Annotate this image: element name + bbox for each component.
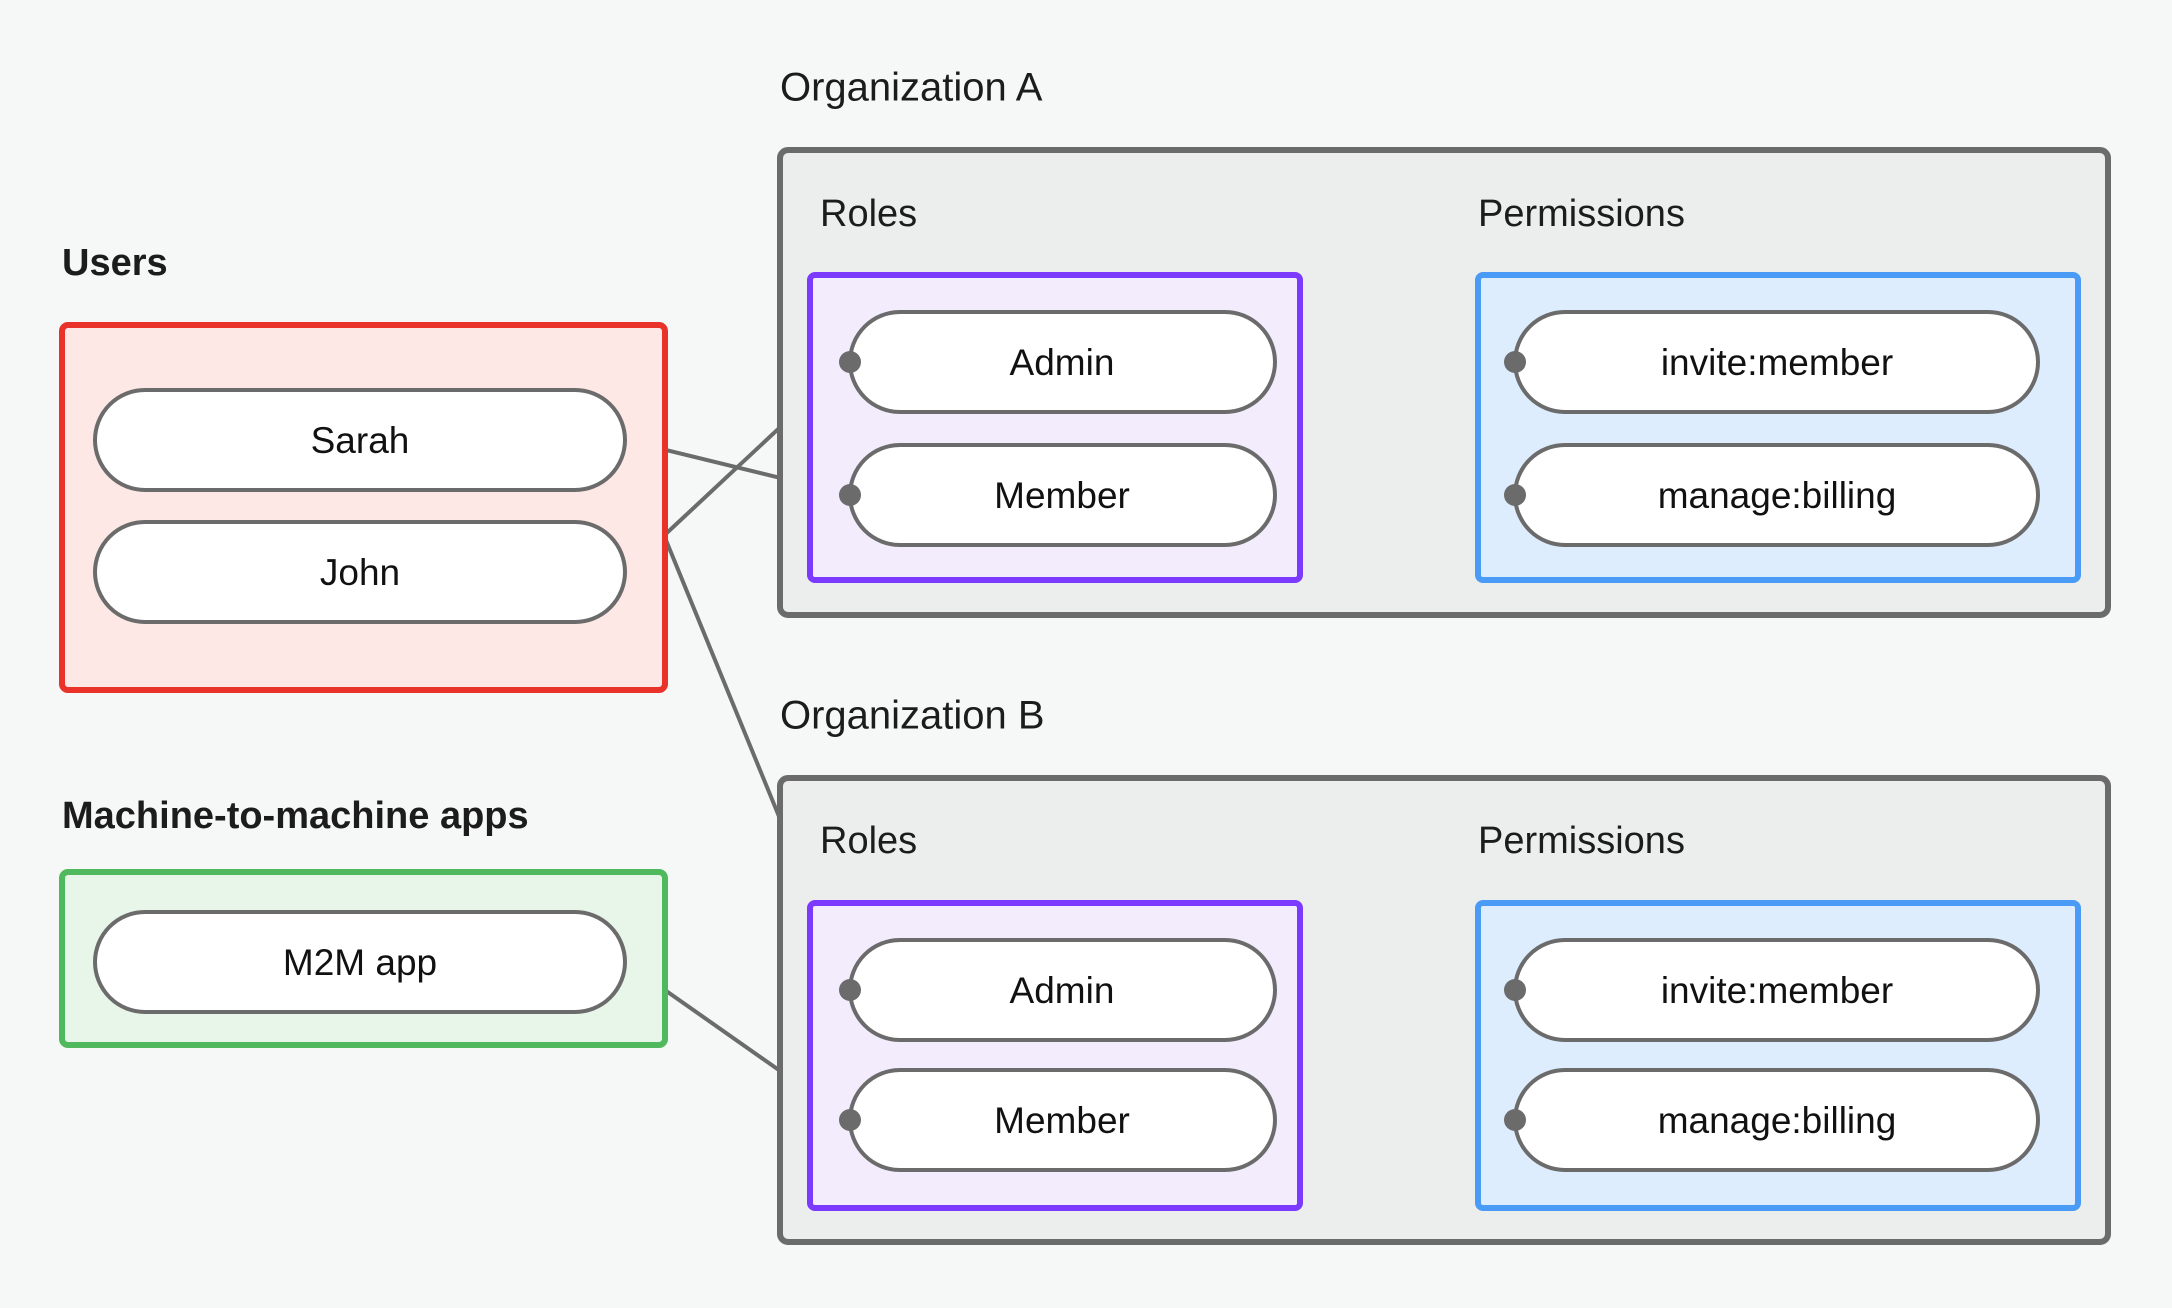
permission-node-org-a-manage-billing-label: manage:billing — [1658, 475, 1897, 516]
m2m-node-m2m-app[interactable]: M2M app — [93, 910, 627, 1014]
m2m-node-m2m-app-shape[interactable] — [93, 910, 627, 1014]
endpoint-dot-org-b-admin-in — [839, 979, 861, 1001]
role-node-org-b-admin[interactable]: Admin — [848, 938, 1277, 1042]
users-group: Users Sarah John — [59, 242, 668, 693]
m2m-node-m2m-app-label: M2M app — [283, 942, 437, 983]
endpoint-dot-org-a-billing-in — [1504, 484, 1526, 506]
organization-b: Organization B Roles Admin Member Permis… — [777, 694, 2111, 1245]
organization-b-permissions-title: Permissions — [1478, 820, 1685, 862]
role-node-org-b-member[interactable]: Member — [848, 1068, 1277, 1172]
role-node-org-a-member-label: Member — [994, 475, 1130, 516]
permission-node-org-b-invite-member[interactable]: invite:member — [1513, 938, 2040, 1042]
permission-node-org-a-invite-member-label: invite:member — [1661, 342, 1893, 383]
user-node-john[interactable]: John — [93, 520, 627, 624]
permission-node-org-b-invite-member-label: invite:member — [1661, 970, 1893, 1011]
user-node-john-shape[interactable] — [93, 520, 627, 624]
endpoint-dot-org-a-invite-in — [1504, 351, 1526, 373]
permission-node-org-a-manage-billing[interactable]: manage:billing — [1513, 443, 2040, 547]
endpoint-dot-org-b-billing-in — [1504, 1109, 1526, 1131]
organization-a-title: Organization A — [780, 66, 1043, 110]
endpoint-dot-org-b-member-in — [839, 1109, 861, 1131]
user-node-sarah-label: Sarah — [311, 420, 410, 461]
role-node-org-a-member[interactable]: Member — [848, 443, 1277, 547]
user-node-sarah-shape[interactable] — [93, 388, 627, 492]
organization-a-permissions-title: Permissions — [1478, 193, 1685, 235]
endpoint-dot-org-b-invite-in — [1504, 979, 1526, 1001]
user-node-john-label: John — [320, 552, 400, 593]
permission-node-org-b-manage-billing-label: manage:billing — [1658, 1100, 1897, 1141]
role-node-org-a-admin-label: Admin — [1010, 342, 1115, 383]
role-node-org-b-admin-label: Admin — [1010, 970, 1115, 1011]
m2m-group: Machine-to-machine apps M2M app — [59, 795, 668, 1048]
endpoint-dot-org-a-member-in — [839, 484, 861, 506]
edge-endpoint-dots — [839, 351, 1526, 1131]
organization-a-roles-title: Roles — [820, 193, 917, 235]
permission-node-org-b-manage-billing[interactable]: manage:billing — [1513, 1068, 2040, 1172]
organization-b-roles-title: Roles — [820, 820, 917, 862]
users-group-box — [59, 322, 668, 693]
role-node-org-a-admin[interactable]: Admin — [848, 310, 1277, 414]
users-group-label: Users — [62, 242, 168, 284]
user-node-sarah[interactable]: Sarah — [93, 388, 627, 492]
organization-a: Organization A Roles Admin Member Permis… — [777, 66, 2111, 618]
permission-node-org-a-invite-member[interactable]: invite:member — [1513, 310, 2040, 414]
m2m-group-label: Machine-to-machine apps — [62, 795, 529, 837]
organization-b-title: Organization B — [780, 694, 1045, 738]
endpoint-dot-org-a-admin-in — [839, 351, 861, 373]
role-node-org-b-member-label: Member — [994, 1100, 1130, 1141]
